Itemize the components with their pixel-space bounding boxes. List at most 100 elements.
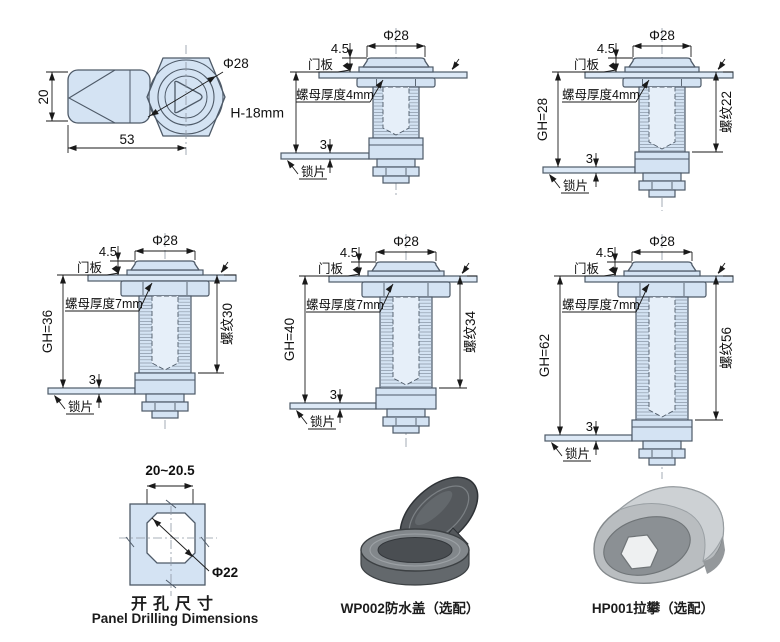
drill-caption-zh: 开孔尺寸 (130, 596, 219, 613)
head-flange (624, 66, 700, 73)
dim-head-diameter: Φ28 (649, 28, 675, 43)
dim-arrow (214, 275, 220, 284)
hp001-caption: HP001拉攀（选配） (591, 601, 715, 616)
shaft-neck (145, 393, 185, 403)
inner-bore (648, 86, 676, 150)
lock-plate-label: 锁片 (565, 446, 590, 461)
dim-arrow (184, 483, 193, 489)
hole-diameter-leader (151, 517, 210, 572)
dim-head-height: 4.5 (340, 245, 358, 260)
door-panel-bar (584, 71, 734, 79)
dim-arrow (60, 275, 66, 284)
dim-arrow (293, 72, 299, 81)
line (106, 272, 120, 276)
dim-arrow (557, 276, 563, 285)
dim-arrow (557, 426, 563, 435)
dim-grip-length: GH=28 (535, 98, 550, 141)
dim-arrow (713, 276, 719, 285)
head-flange (358, 66, 434, 73)
dim-head-diameter: Φ28 (393, 234, 419, 249)
lock-head (130, 260, 200, 271)
door-panel-bar (87, 274, 237, 282)
dim-arrow (327, 159, 333, 168)
mounting-nut (361, 281, 451, 298)
shaft-neck (386, 408, 426, 418)
lock-plate-label: 锁片 (310, 414, 335, 429)
shaft-stub (648, 189, 676, 198)
door-panel-bar (318, 71, 468, 79)
dim-arrow (177, 145, 186, 151)
dim-head-height: 4.5 (331, 41, 349, 56)
overview-drawing: 20 53 Φ28 (36, 45, 249, 155)
dim-thread-length: 螺纹56 (719, 327, 734, 369)
dim-plate-thickness: 3 (586, 419, 593, 434)
shaft-stub (151, 410, 179, 419)
wp002-caption: WP002防水盖（选配） (340, 601, 480, 616)
dim-arrow (54, 395, 62, 404)
dim-arrow (608, 62, 616, 71)
nut-thickness-label: 螺母厚度7mm (306, 297, 384, 312)
dim-arrow (718, 61, 726, 70)
dim-arrow (593, 441, 599, 450)
dim-head-diameter: Φ28 (383, 28, 409, 43)
nut-thickness-label: 螺母厚度4mm (562, 87, 640, 102)
lock-plate-bar (47, 387, 136, 395)
break-mark (165, 499, 177, 509)
dim-arrow (593, 426, 599, 435)
dim-grip-length: GH=62 (537, 334, 552, 377)
dim-arrow (713, 72, 719, 81)
dim-arrow (337, 409, 343, 418)
wp002-waterproof-cover-image (360, 476, 479, 586)
door-panel-bar (328, 275, 478, 283)
dim-arrow (632, 249, 641, 255)
dim-plate-thickness: 3 (320, 137, 327, 152)
inner-bore (392, 296, 420, 386)
dim-arrow (462, 265, 470, 274)
hex-hole (620, 534, 659, 570)
cam-collar (134, 372, 196, 395)
dim-plate-thickness: 3 (89, 372, 96, 387)
break-mark (125, 536, 135, 548)
shaft-stub (392, 425, 420, 434)
dim-arrow (612, 253, 618, 262)
dim-arrow (144, 283, 152, 292)
cam-body (67, 69, 151, 124)
dim-arrow (60, 379, 66, 388)
dim-arrow (147, 483, 156, 489)
dim-arrow (452, 61, 460, 70)
door-panel-label: 门板 (318, 261, 344, 276)
mounting-nut (622, 77, 702, 88)
dim-arrow (367, 43, 376, 49)
dim-arrow (416, 43, 425, 49)
dim-arrow (641, 284, 649, 293)
mounting-nut (356, 77, 436, 88)
dim-arrow (555, 72, 561, 81)
inner-bore (151, 295, 179, 371)
cam-collar (368, 137, 424, 160)
drill-caption-en: Panel Drilling Dimensions (91, 611, 259, 626)
dim-arrow (713, 411, 719, 420)
door-panel-label: 门板 (574, 57, 600, 72)
ring-rim (369, 533, 461, 567)
dim-arrow (115, 252, 121, 261)
shaft-neck (642, 440, 682, 450)
dim-arrow (68, 145, 77, 151)
cam-collar (631, 419, 693, 442)
dim-arrow (337, 394, 343, 403)
drill-drawing: 20~20.5 Φ22 (119, 463, 238, 596)
dim-arrow (641, 80, 649, 89)
lock-plate-bar (542, 166, 636, 174)
line (347, 273, 361, 277)
handle-hood (618, 486, 724, 563)
dim-arrow (555, 158, 561, 167)
line (603, 69, 617, 73)
dim-head-height: 4.5 (597, 41, 615, 56)
dim-grip-length: GH=40 (282, 318, 297, 361)
dim-head-height: 4.5 (99, 244, 117, 259)
